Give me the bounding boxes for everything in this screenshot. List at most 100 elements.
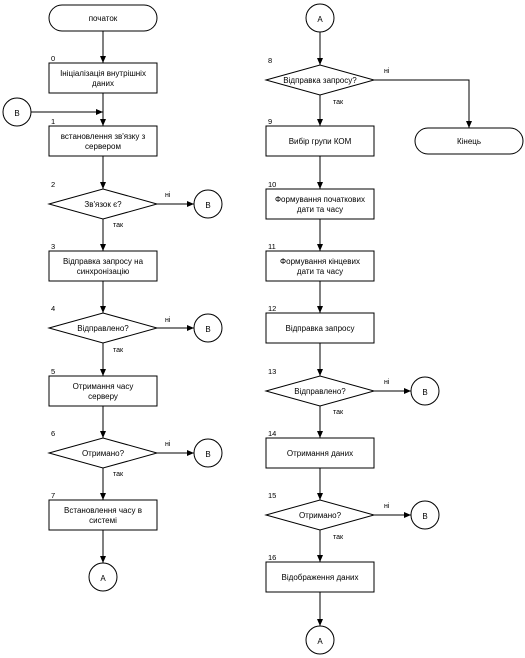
edge-n5-n6: [100, 406, 106, 438]
node-label: Відправлено?: [294, 387, 346, 396]
node-start: початок: [48, 4, 158, 32]
node-label: синхронізацію: [77, 267, 129, 276]
connector-circle: [410, 500, 440, 530]
node-label: Відправка запросу на: [63, 257, 144, 266]
connector-cB_15: B: [410, 500, 440, 530]
node-label: Отримання часу: [73, 382, 134, 391]
decision-shape: [264, 499, 376, 531]
node-label: системі: [89, 516, 117, 525]
connector-circle: [305, 3, 335, 33]
edge-n12-n13: [317, 343, 323, 376]
edge-n14-n15: [317, 468, 323, 500]
node-number: 15: [268, 491, 276, 500]
node-number: 1: [51, 117, 55, 126]
edge-n2-B: [157, 201, 194, 207]
edge-n2-n3: [100, 219, 106, 251]
decision-shape: [47, 188, 159, 220]
node-n15: Отримано?15: [264, 491, 376, 531]
node-end: Кінець: [414, 127, 524, 155]
branch-label-yes: так: [113, 471, 124, 478]
connector-circle: [2, 97, 32, 127]
node-label: Вибір групи КОМ: [289, 137, 352, 146]
node-label: Відправка запросу?: [283, 76, 357, 85]
connector-circle: [410, 376, 440, 406]
node-label: даних: [92, 79, 114, 88]
edge-n9-n10: [317, 156, 323, 189]
process-shape: [48, 250, 158, 282]
connector-label: B: [422, 512, 427, 521]
process-shape: [265, 125, 375, 157]
process-shape: [265, 188, 375, 220]
connector-label: B: [205, 325, 210, 334]
node-n13: Відправлено? 13: [264, 367, 376, 407]
edge-n11-n12: [317, 281, 323, 313]
node-number: 13: [268, 367, 276, 376]
node-number: 9: [268, 117, 272, 126]
node-number: 6: [51, 429, 55, 438]
edge-A-n8: [317, 32, 323, 65]
branch-label-no: ні: [165, 440, 171, 448]
process-shape: [48, 375, 158, 407]
connector-label: B: [422, 388, 427, 397]
connector-cA_out: A: [88, 562, 118, 592]
edge-n10-n11: [317, 219, 323, 251]
node-number: 3: [51, 242, 55, 251]
node-label: Зв'язок є?: [84, 200, 122, 209]
node-label: сервером: [85, 142, 121, 151]
connector-circle: [193, 438, 223, 468]
node-label: Ініціалізація внутрішніх: [60, 69, 146, 78]
node-number: 0: [51, 54, 55, 63]
connector-cB_4: B: [193, 313, 223, 343]
connector-circle: [305, 625, 335, 655]
node-label: встановлення зв'язку з: [61, 132, 146, 141]
process-shape: [48, 499, 158, 531]
node-number: 5: [51, 367, 55, 376]
terminal-shape: [414, 127, 524, 155]
connector-label: A: [317, 15, 323, 24]
edge-n4-n5: [100, 343, 106, 376]
connector-cB_13: B: [410, 376, 440, 406]
node-number: 14: [268, 429, 276, 438]
edge-n15-B: [374, 512, 411, 518]
connector-circle: [193, 313, 223, 343]
node-label: Отримано?: [82, 449, 125, 458]
connector-label: A: [100, 574, 106, 583]
branch-label-yes: так: [333, 409, 344, 416]
edge-n16-A: [317, 592, 323, 626]
decision-shape: [264, 375, 376, 407]
node-number: 11: [268, 242, 276, 251]
node-label: Отримання даних: [287, 449, 353, 458]
connector-circle: [88, 562, 118, 592]
process-shape: [265, 250, 375, 282]
branch-label-no: ні: [165, 316, 171, 324]
node-label: Формування кінцевих: [280, 257, 360, 266]
node-label: Кінець: [457, 137, 481, 146]
branch-label-no: ні: [384, 502, 390, 510]
branch-label-no: ні: [165, 191, 171, 199]
connector-label: B: [205, 450, 210, 459]
process-shape: [265, 312, 375, 344]
edge-n0-n1: [100, 93, 106, 126]
node-label: початок: [89, 14, 118, 23]
node-number: 2: [51, 180, 55, 189]
node-label: Відправка запросу: [286, 324, 355, 333]
connector-cA_in: A: [305, 3, 335, 33]
node-label: дати та часу: [297, 205, 343, 214]
node-number: 16: [268, 553, 276, 562]
connector-cB_2: B: [193, 189, 223, 219]
process-shape: [48, 62, 158, 94]
node-number: 8: [268, 56, 272, 65]
branch-label-yes: так: [113, 222, 124, 229]
edge-n15-n16: [317, 530, 323, 562]
connector-label: B: [14, 109, 19, 118]
edge-n7-A: [100, 530, 106, 563]
edge-n4-B: [157, 325, 194, 331]
edge-n1-n2: [100, 156, 106, 189]
